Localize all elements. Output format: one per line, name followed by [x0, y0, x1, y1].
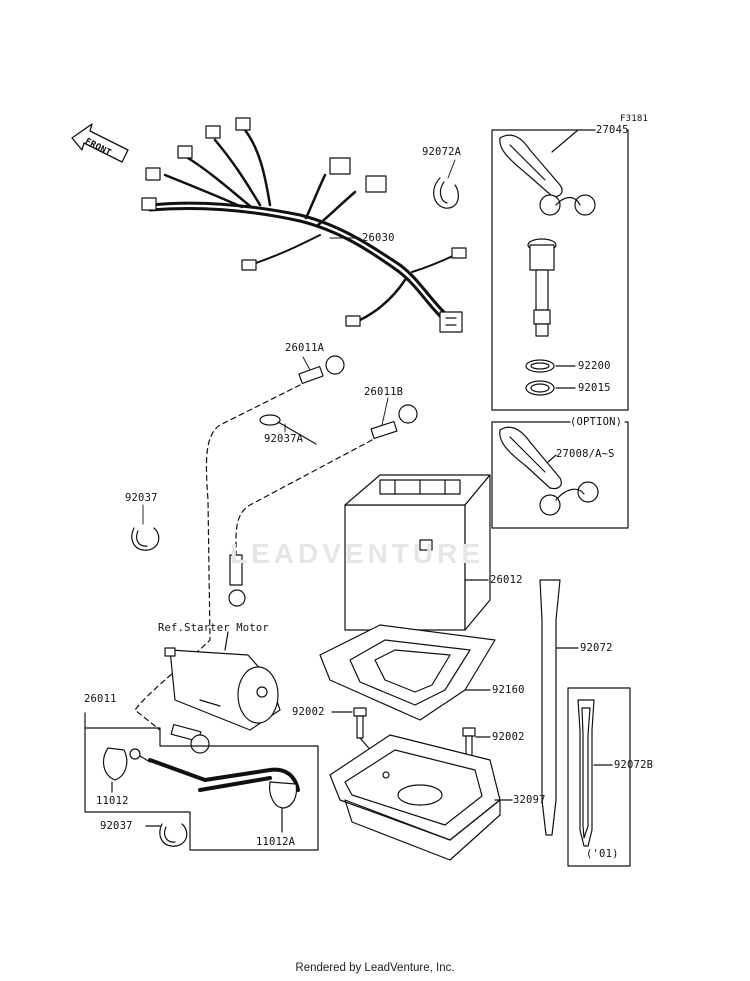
label-92002-right: 92002 [492, 731, 525, 743]
watermark: LEADVENTURE [230, 538, 485, 569]
bolt-92002-right [462, 727, 491, 757]
label-26012: 26012 [490, 574, 523, 586]
wiring-harness-26030 [141, 117, 467, 333]
label-32097: 32097 [513, 794, 546, 806]
label-26011: 26011 [84, 693, 117, 705]
label-11012A: 11012A [256, 836, 296, 848]
clamp-92037-upper [131, 527, 160, 551]
label-26011B: 26011B [364, 386, 404, 398]
starter-motor [164, 631, 281, 754]
battery-26012 [344, 474, 491, 631]
label-92072: 92072 [580, 642, 613, 654]
cable-tie-92037A [259, 414, 317, 445]
label-26030: 26030 [362, 232, 395, 244]
label-92015: 92015 [578, 382, 611, 394]
battery-tray-92160 [319, 624, 496, 721]
strap-92072B-box [567, 687, 631, 867]
strap-92072 [539, 579, 579, 836]
label-92002-left: 92002 [292, 706, 325, 718]
label-ref-starter-motor: Ref.Starter Motor [158, 622, 269, 634]
front-arrow-icon [71, 123, 129, 163]
label-92200: 92200 [578, 360, 611, 372]
lower-cable-group [84, 712, 319, 851]
label-92072A: 92072A [422, 146, 462, 158]
label-27045: 27045 [596, 124, 629, 136]
label-option: (OPTION) [570, 416, 623, 428]
clamp-92072A [433, 177, 459, 209]
label-26011A: 26011A [285, 342, 325, 354]
option-group-box [491, 421, 629, 529]
label-92072B: 92072B [614, 759, 654, 771]
label-92160: 92160 [492, 684, 525, 696]
label-92037A: 92037A [264, 433, 304, 445]
label-11012: 11012 [96, 795, 129, 807]
label-year-note: ('01) [586, 848, 619, 860]
footer-credit: Rendered by LeadVenture, Inc. [295, 962, 455, 974]
key-switch-group-box [491, 129, 629, 411]
label-92037-lower: 92037 [100, 820, 133, 832]
battery-case-32097 [329, 734, 513, 861]
battery-cables [134, 355, 418, 731]
label-92037-upper: 92037 [125, 492, 158, 504]
leader-lines [142, 159, 456, 525]
label-27008: 27008/A~S [556, 448, 615, 460]
diagram-code: F3181 [620, 114, 649, 124]
